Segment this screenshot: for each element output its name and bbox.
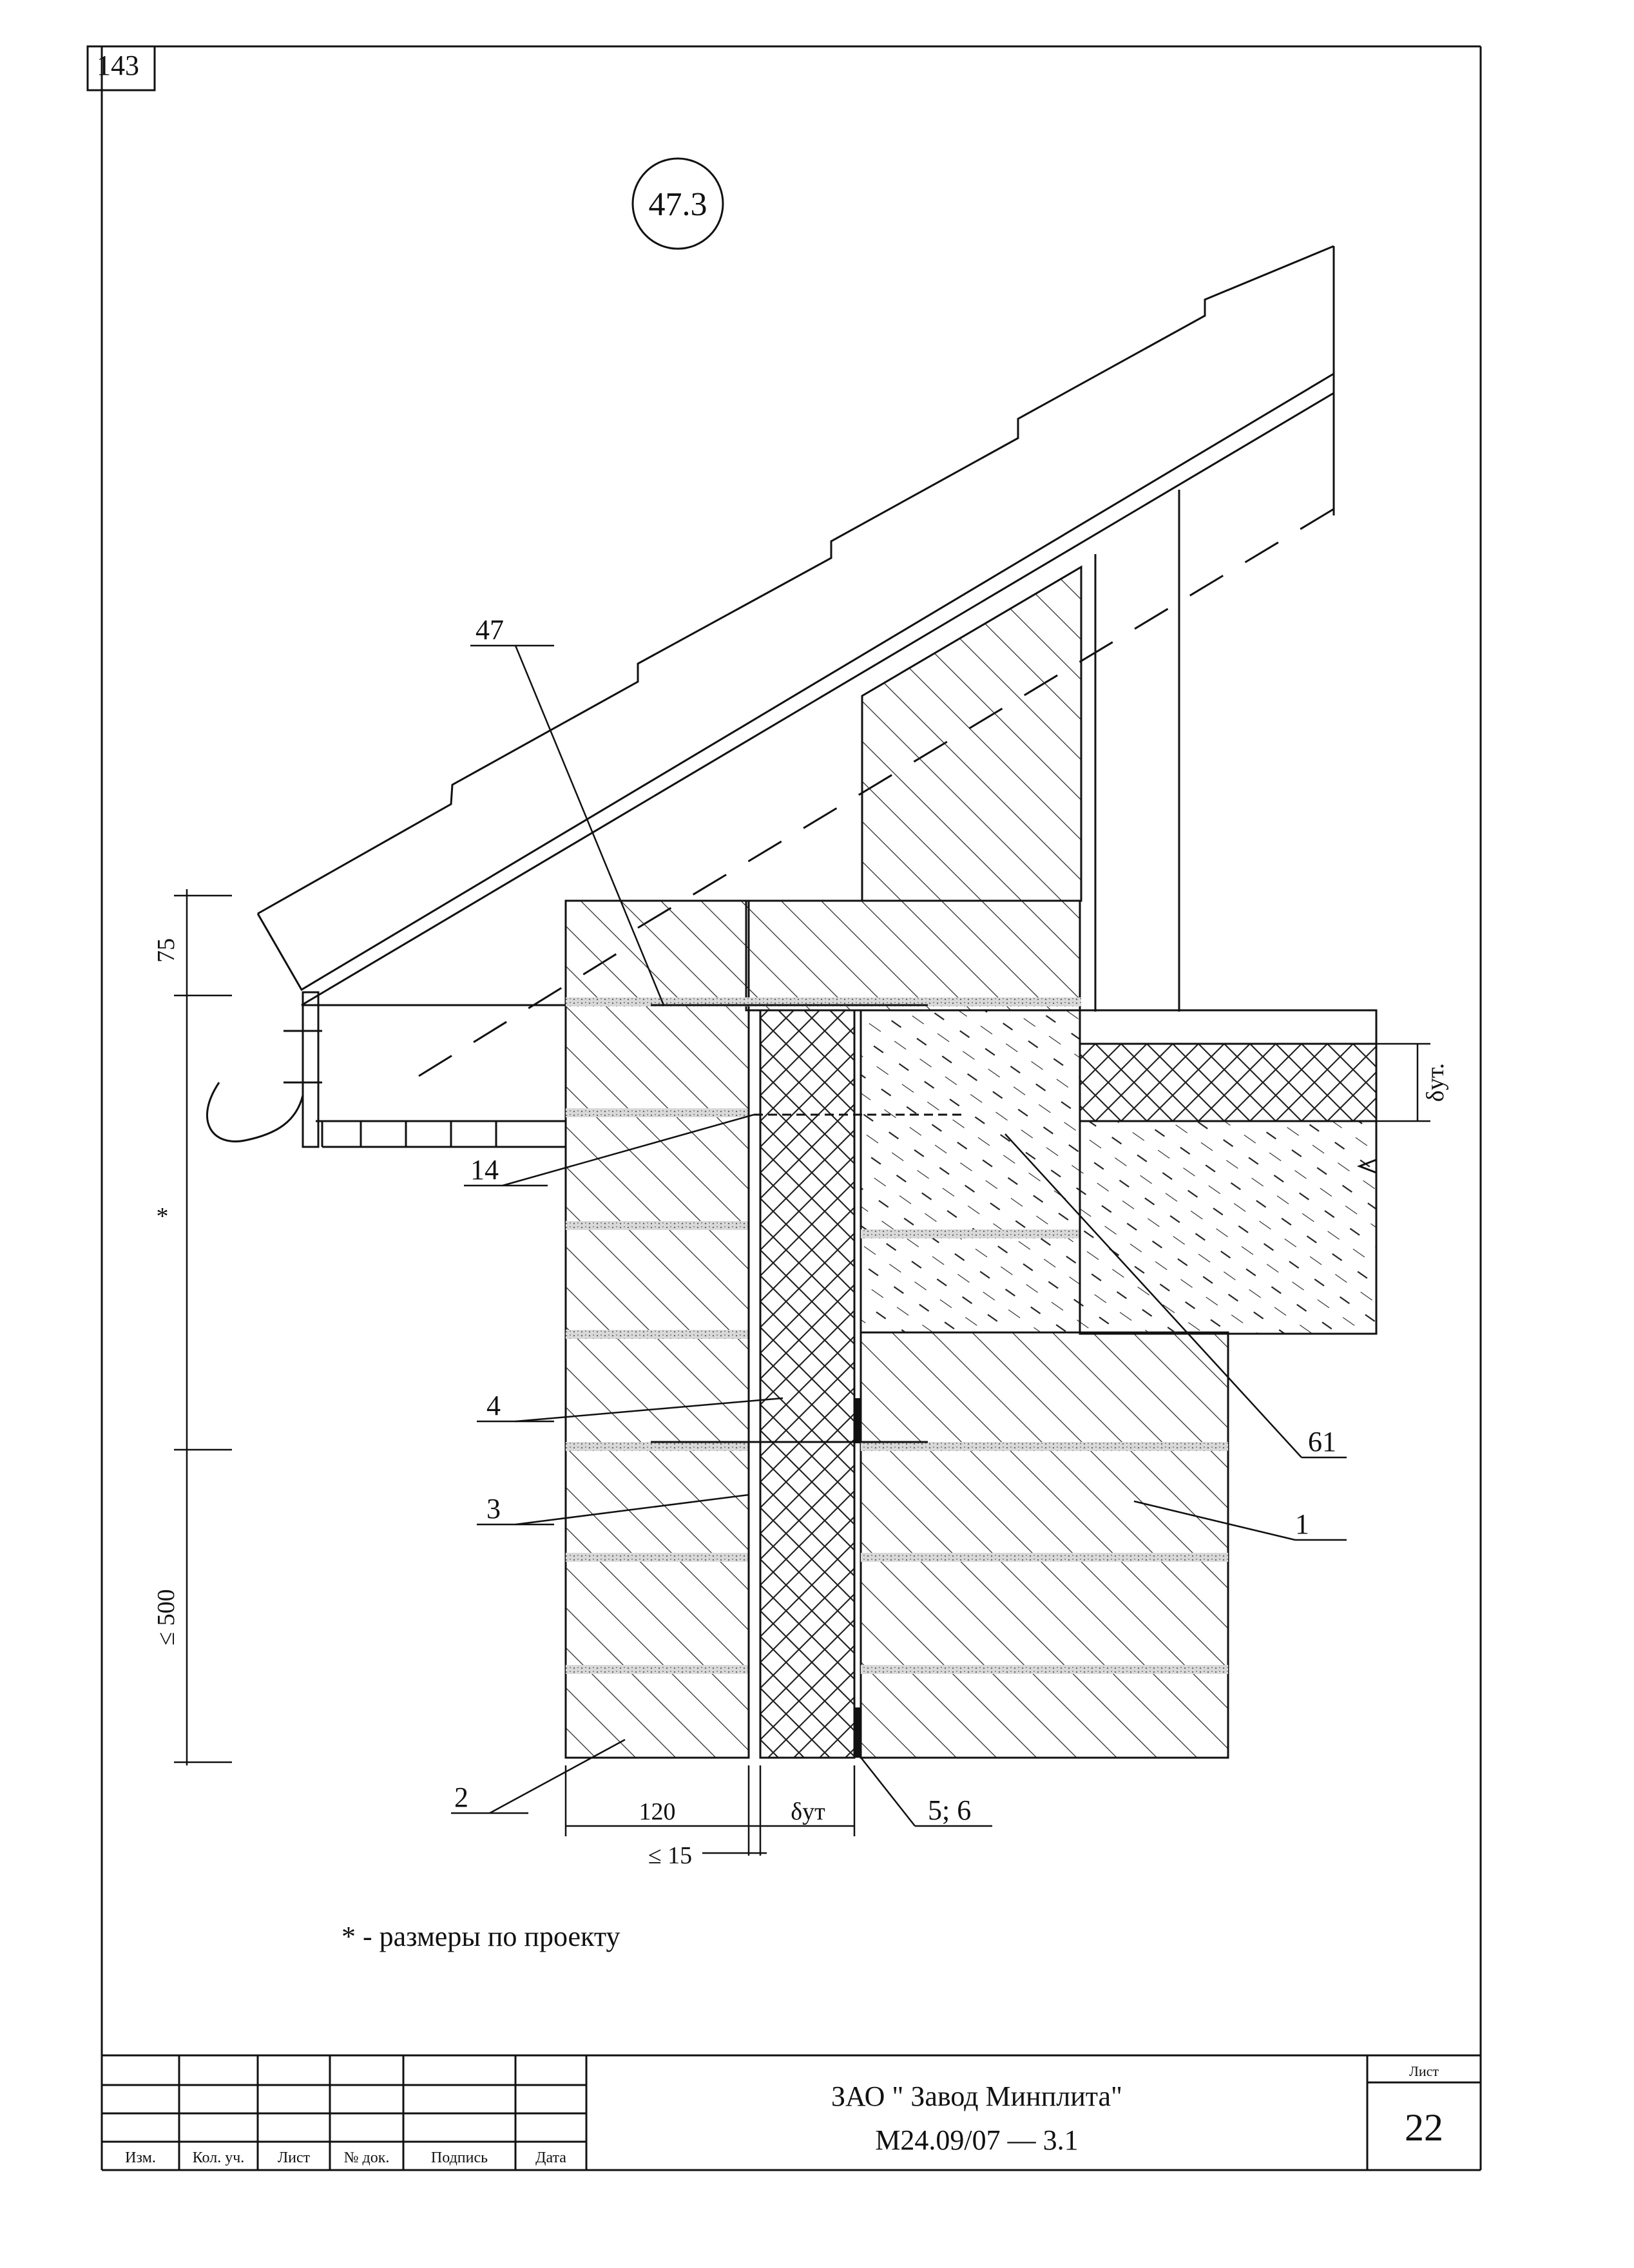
tb-code: М24.09/07 — 3.1 <box>875 2124 1078 2156</box>
detail-marker: 47.3 <box>631 157 724 250</box>
note-dimensions: * - размеры по проекту <box>341 1921 620 1952</box>
rafter-block <box>861 565 1082 902</box>
sheet-frame <box>86 45 1482 2171</box>
callout-47: 47 <box>476 614 504 646</box>
tb-col-list: Лист <box>278 2149 311 2166</box>
title-block <box>102 2054 1481 2170</box>
tb-col-doc: № док. <box>344 2149 390 2166</box>
tb-col-sign: Подпись <box>431 2149 488 2166</box>
callout-4: 4 <box>486 1390 501 1421</box>
tb-sheet-label: Лист <box>1409 2063 1439 2079</box>
tb-company: ЗАО " Завод Минплита" <box>831 2081 1122 2112</box>
tb-col-date: Дата <box>535 2149 566 2166</box>
callout-61: 61 <box>1308 1426 1336 1457</box>
callout-14: 14 <box>470 1154 499 1186</box>
dim-insulation-bottom: δут <box>791 1798 825 1825</box>
tb-col-izm: Изм. <box>125 2149 156 2166</box>
wall-ties <box>651 1004 966 1443</box>
dimension-lines <box>174 889 1430 1856</box>
callout-1: 1 <box>1295 1508 1309 1540</box>
inner-wall <box>860 1009 1229 1759</box>
outer-brick-wall <box>564 899 1081 1759</box>
dim-star: * <box>157 1203 169 1230</box>
callout-3: 3 <box>486 1493 501 1524</box>
dim-75: 75 <box>153 938 180 963</box>
insulation-layer <box>747 1009 861 1759</box>
dim-15: ≤ 15 <box>648 1842 692 1869</box>
dim-120: 120 <box>639 1798 676 1825</box>
eaves-gutter <box>206 991 566 1148</box>
dim-insulation-right: δут. <box>1422 1063 1449 1102</box>
dim-500: ≤ 500 <box>153 1589 180 1645</box>
detail-marker-label: 47.3 <box>649 186 707 223</box>
tb-col-kol: Кол. уч. <box>193 2149 245 2166</box>
page-number: 143 <box>97 50 139 81</box>
callout-5-6: 5; 6 <box>928 1794 971 1826</box>
floor-slab <box>1079 1009 1378 1335</box>
leader-lines <box>451 644 1347 1827</box>
tb-sheet-number: 22 <box>1405 2106 1443 2149</box>
callout-2: 2 <box>454 1782 468 1813</box>
